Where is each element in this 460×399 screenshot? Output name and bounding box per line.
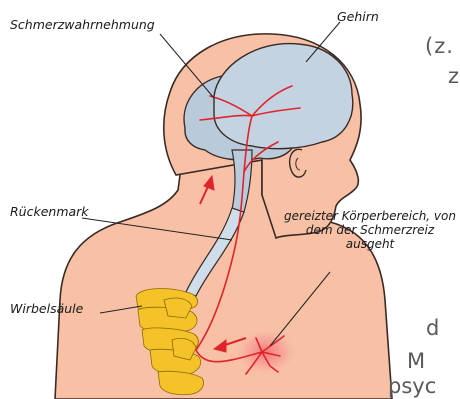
cropped-side-text-2: z (448, 64, 459, 88)
label-spinal-cord: Rückenmark (10, 205, 89, 219)
cropped-side-text-4: M (407, 349, 425, 373)
label-brain: Gehirn (337, 10, 379, 24)
label-pain-perception: Schmerzwahrnehmung (10, 18, 155, 32)
label-spine: Wirbelsäule (10, 302, 83, 316)
cropped-side-text-5: psyc (388, 374, 436, 398)
cropped-side-text-1: (z. (425, 34, 454, 58)
label-irritated-area: gereizter Körperbereich, von dem der Sch… (280, 209, 460, 251)
cropped-side-text-3: d (426, 316, 439, 340)
pain-source-glow (234, 328, 298, 376)
